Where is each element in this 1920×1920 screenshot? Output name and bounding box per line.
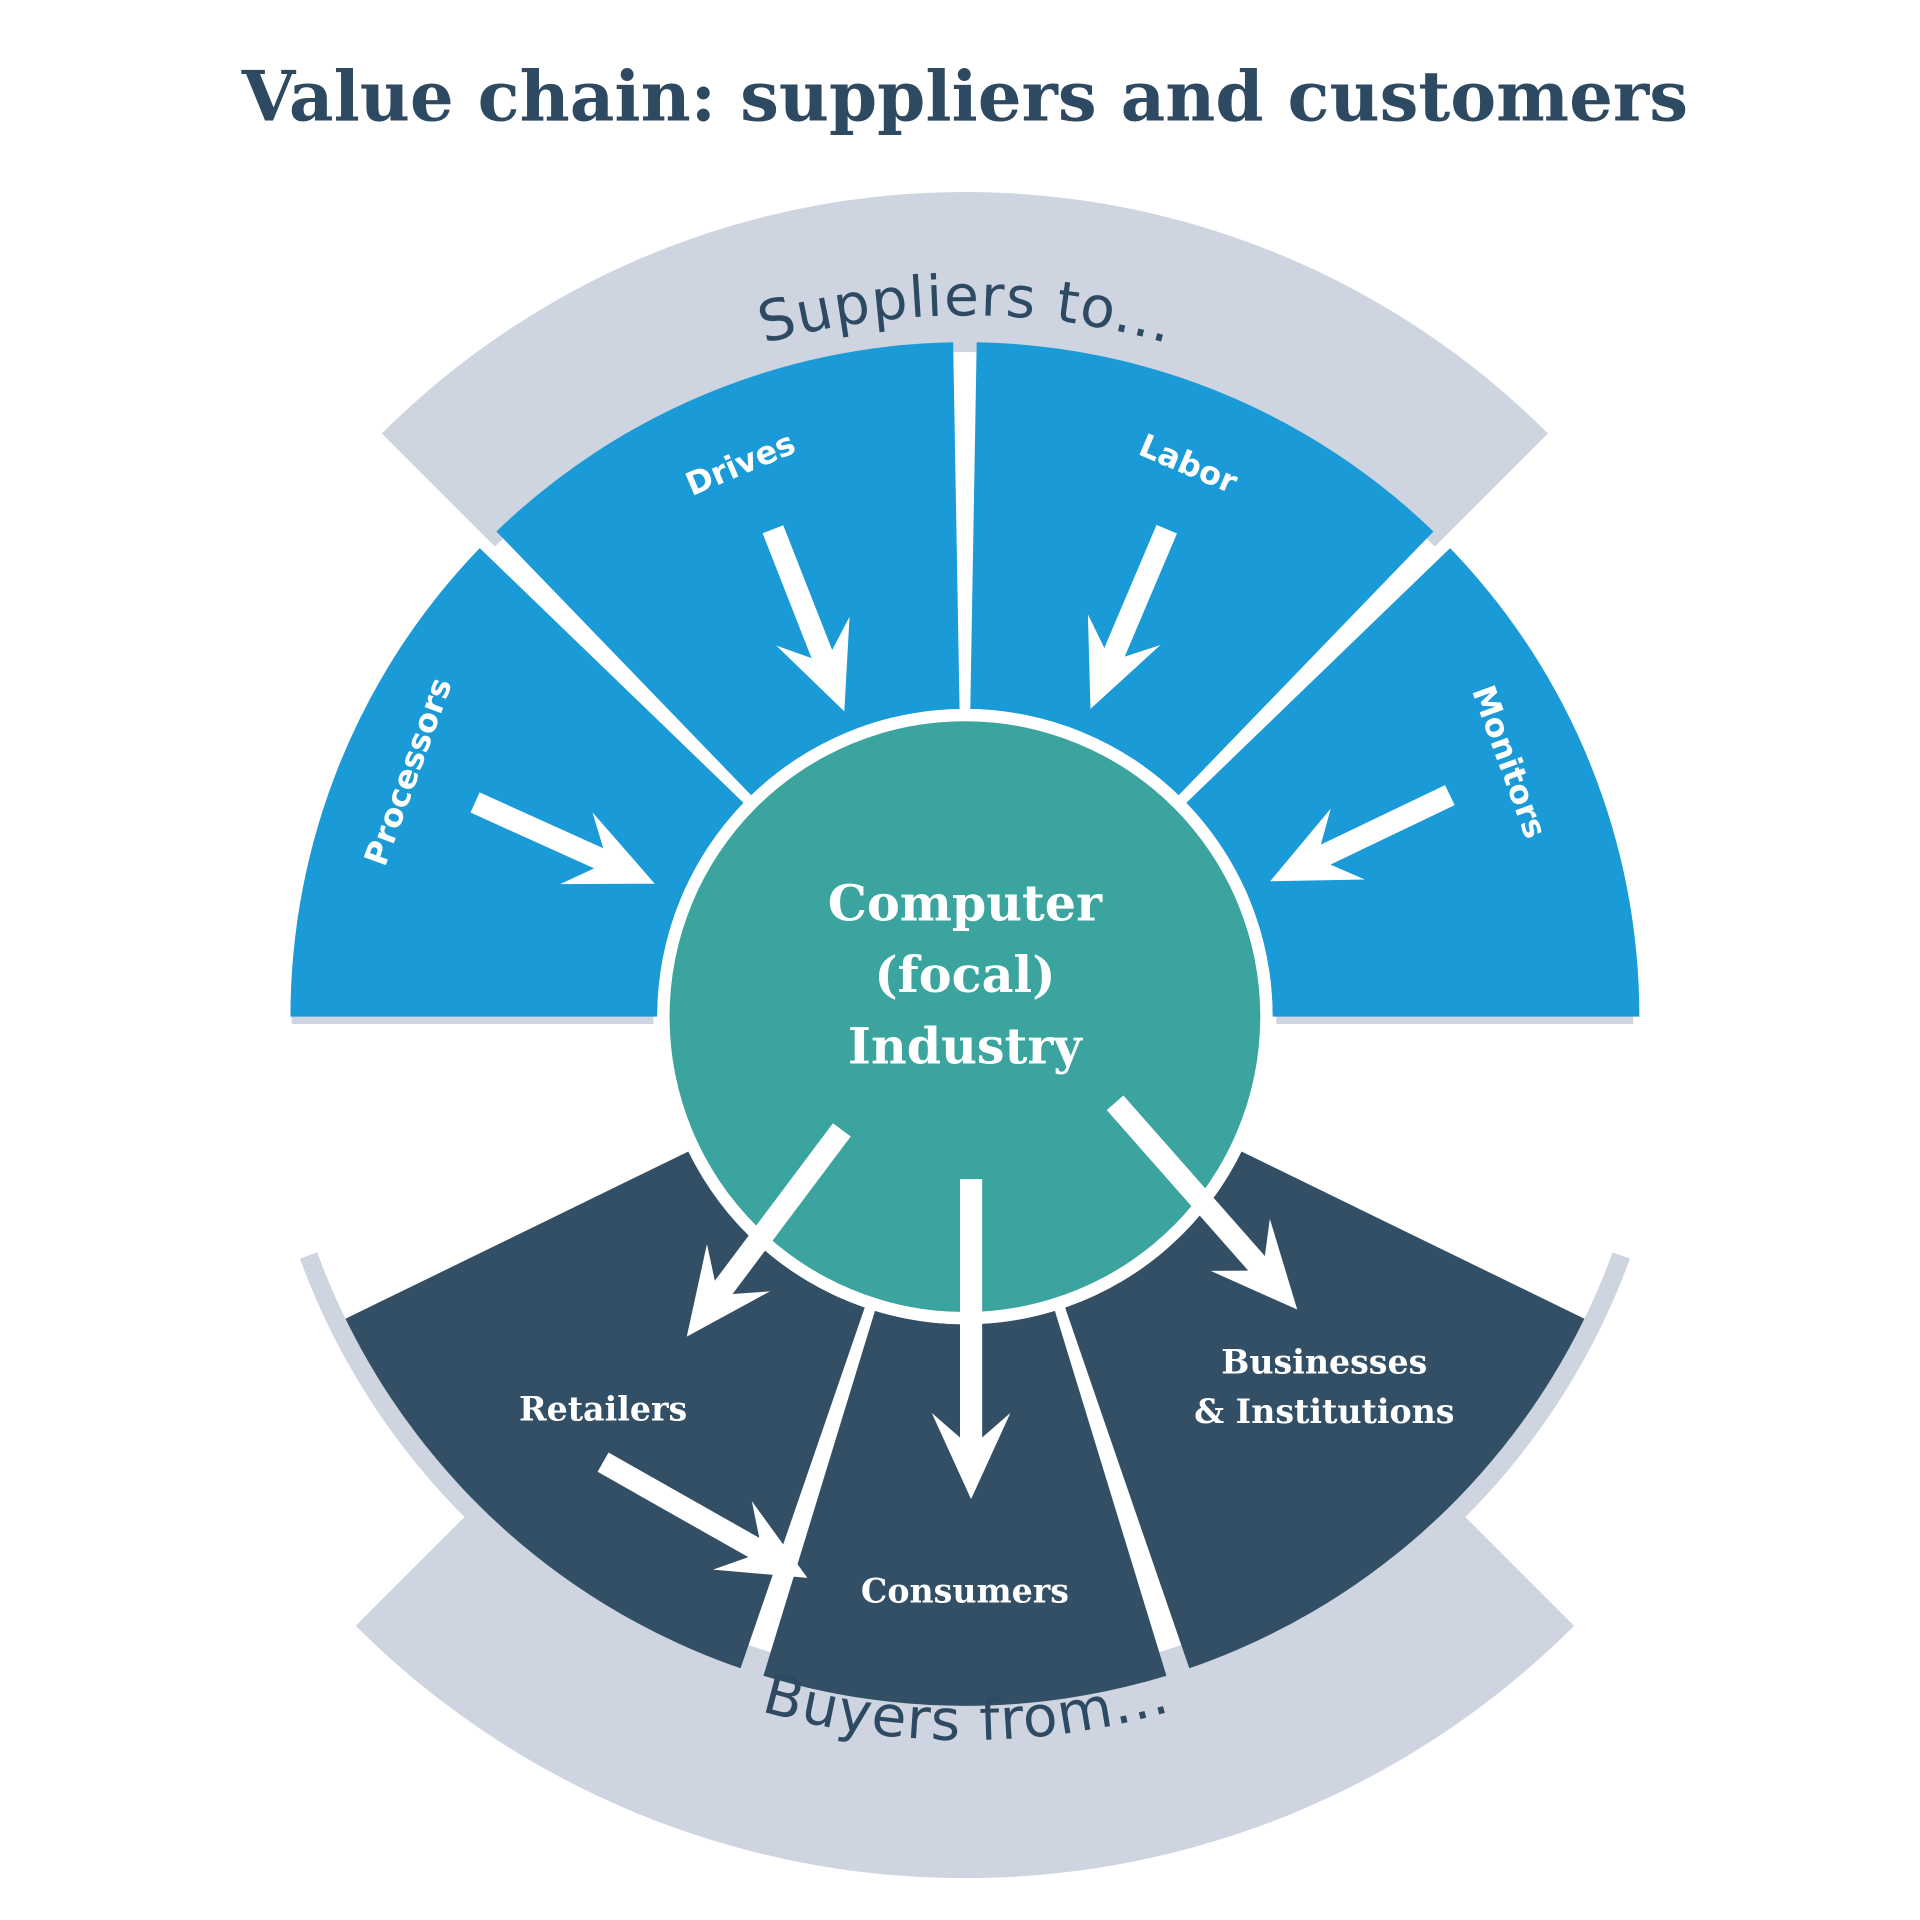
supplier-ring (290, 342, 1640, 1017)
customer-sector-businesses-institutions (1065, 1151, 1585, 1669)
arrow-monitors-to-focal (1270, 785, 1455, 882)
arrow-focal-to-retailers (686, 1123, 851, 1337)
focal-label-line-1: Computer (828, 875, 1103, 933)
customer-label-consumers: Consumers (861, 1571, 1069, 1610)
supplier-sector-processors (290, 548, 744, 1017)
suppliers-band (381, 191, 1549, 547)
focal-label-line-2: (focal) (874, 946, 1055, 1004)
supplier-sector-labor (970, 342, 1434, 796)
arrow-labor-to-focal (1087, 524, 1177, 709)
arrow-focal-to-consumers (931, 1179, 1011, 1500)
flow-arrows (470, 524, 1455, 1578)
customer-label-businesses: Businesses (1221, 1343, 1427, 1382)
arrow-processors-to-focal (470, 792, 655, 885)
customer-label-retailers: Retailers (519, 1389, 687, 1428)
arrow-drives-to-focal (762, 525, 850, 712)
customer-label-institutions: & Institutions (1194, 1392, 1454, 1431)
arrow-focal-to-businesses (1106, 1095, 1298, 1310)
supplier-sector-monitors (1186, 548, 1640, 1017)
customer-sector-consumers (763, 1310, 1167, 1706)
focal-label-line-3: Industry (848, 1017, 1083, 1075)
arrow-retailers-to-consumers (597, 1452, 808, 1578)
diagram-title: Value chain: suppliers and customers (241, 57, 1688, 138)
